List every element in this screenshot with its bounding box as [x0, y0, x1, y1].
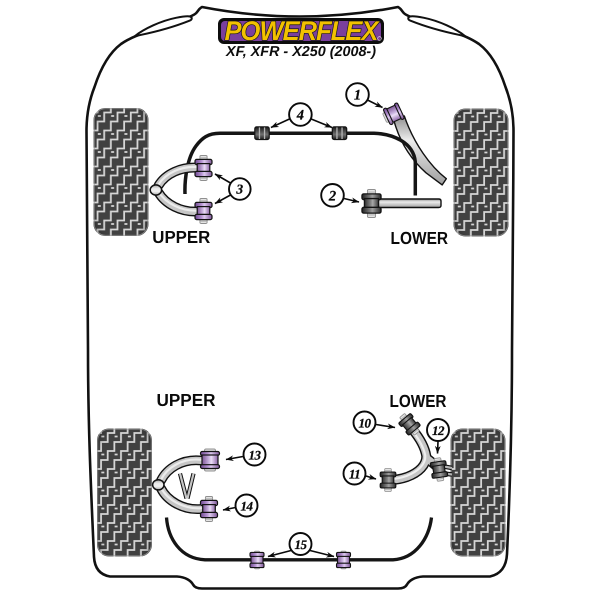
svg-text:12: 12	[432, 423, 445, 438]
svg-text:15: 15	[295, 537, 308, 552]
svg-text:10: 10	[359, 416, 372, 431]
svg-text:UPPER: UPPER	[152, 227, 210, 247]
svg-text:11: 11	[349, 467, 360, 482]
svg-text:UPPER: UPPER	[157, 390, 216, 410]
svg-text:1: 1	[354, 88, 361, 104]
svg-text:LOWER: LOWER	[390, 391, 447, 411]
svg-text:2: 2	[328, 188, 336, 204]
svg-text:13: 13	[249, 448, 262, 463]
svg-text:3: 3	[235, 182, 243, 197]
svg-text:POWERFLEX: POWERFLEX	[225, 16, 381, 46]
svg-text:14: 14	[241, 499, 254, 514]
svg-text:XF, XFR - X250 (2008-): XF, XFR - X250 (2008-)	[225, 44, 376, 60]
svg-text:LOWER: LOWER	[391, 228, 449, 248]
svg-text:4: 4	[296, 108, 304, 124]
